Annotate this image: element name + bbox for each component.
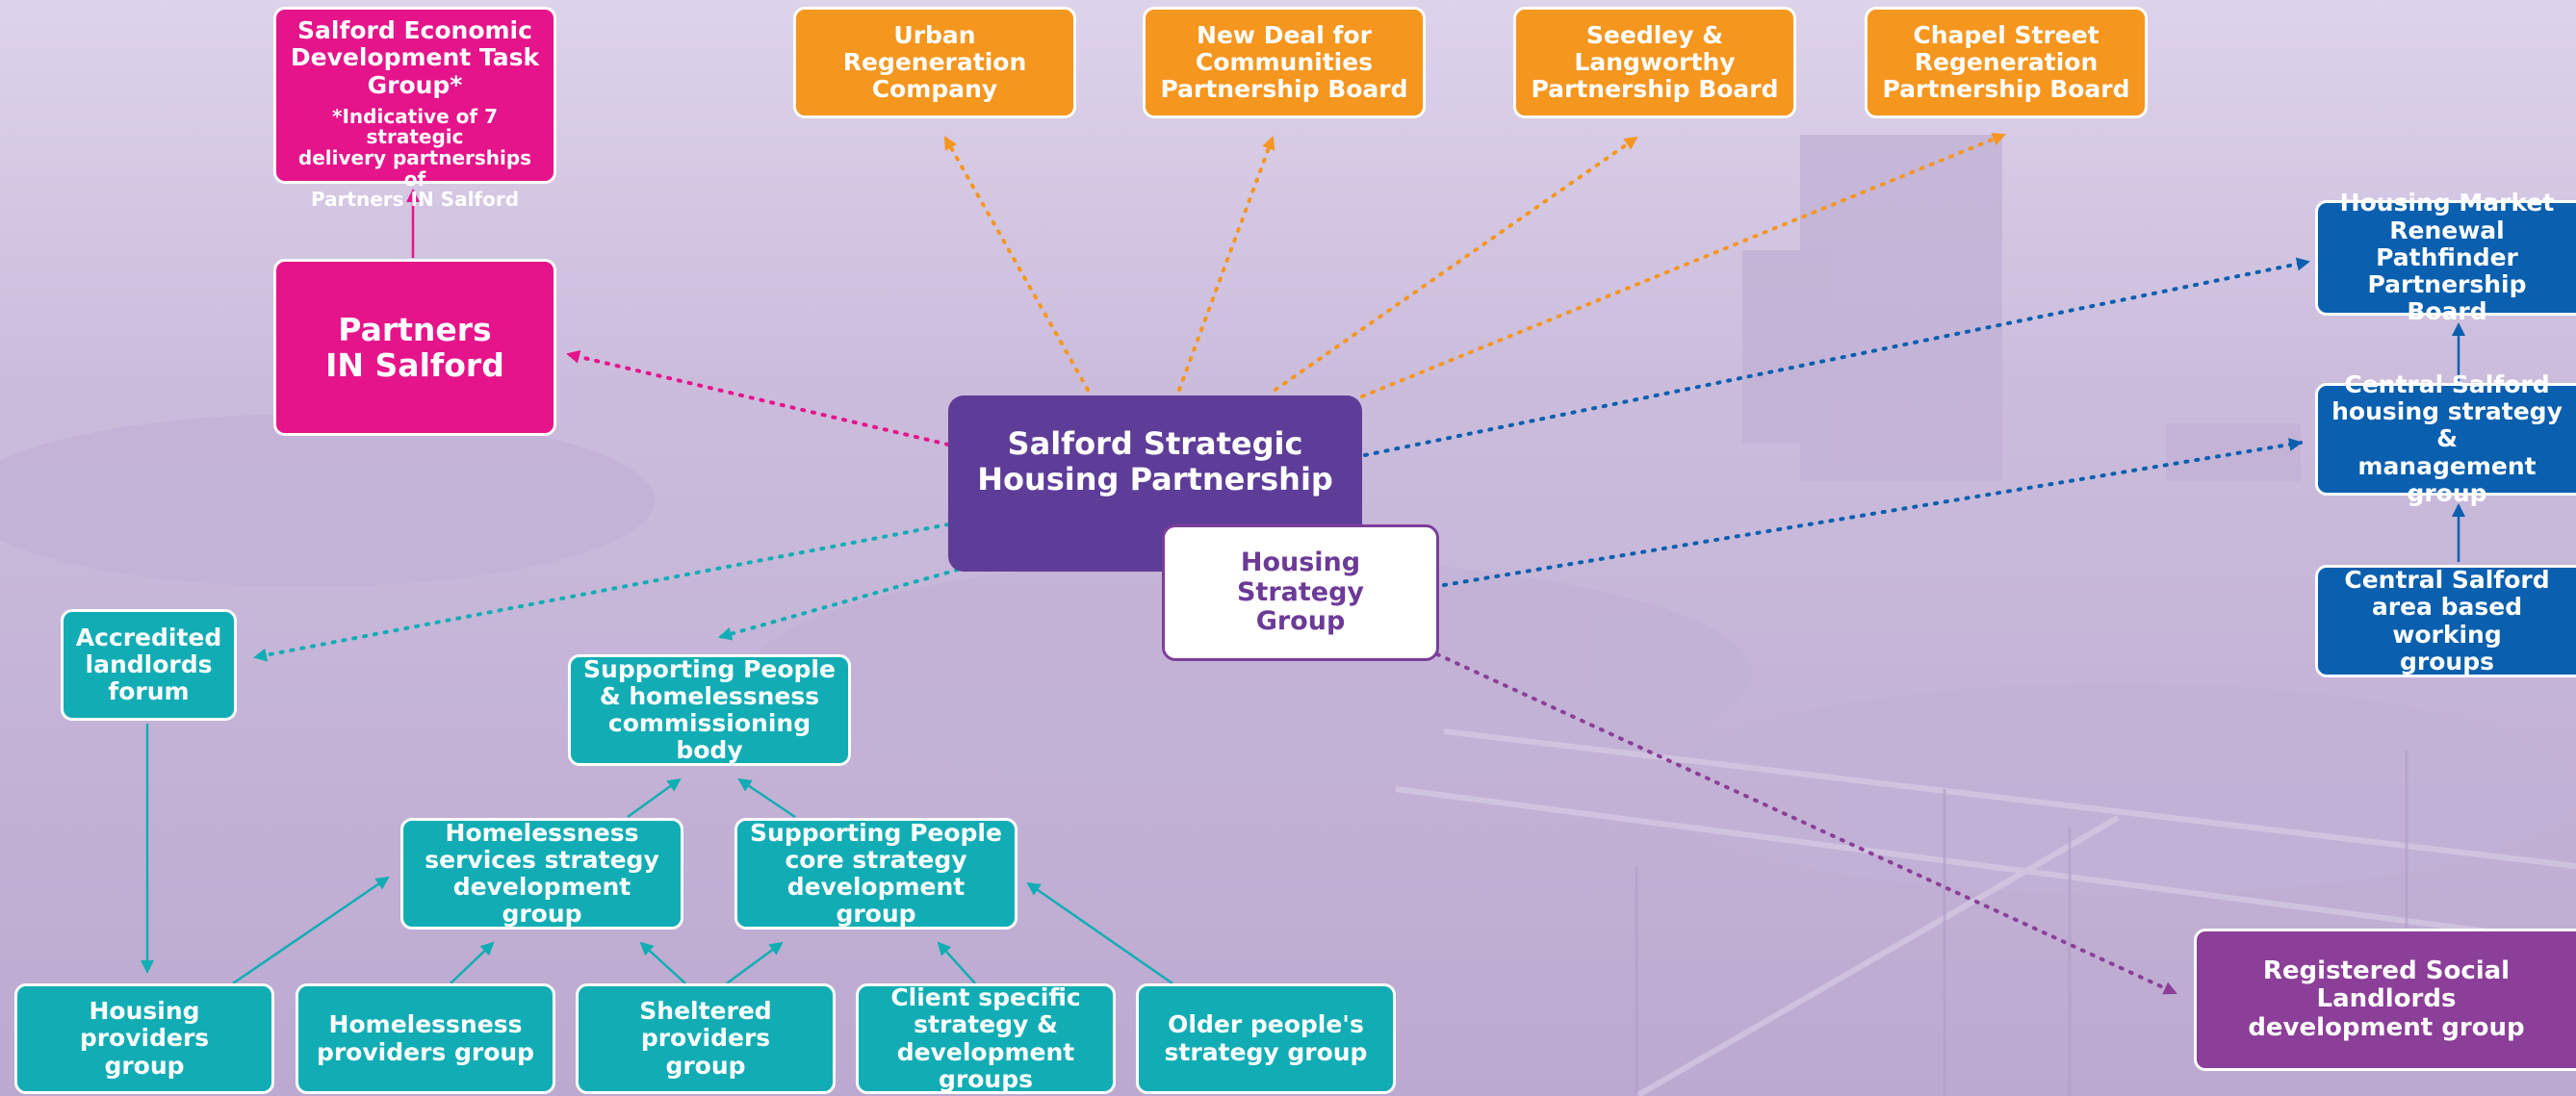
arrow-hsg-to-central-strategy <box>1442 438 2303 587</box>
arrow-sshp-to-accredited <box>253 523 950 662</box>
arrow-sshp-to-partners <box>566 349 950 446</box>
arrow-sheltered-to-homelessness-services <box>639 941 686 984</box>
arrow-sshp-to-seedley <box>1274 136 1638 392</box>
arrow-hsg-to-rsl <box>1435 652 2177 995</box>
partners-in-salford-node: Partners IN Salford <box>273 259 556 436</box>
arrow-older-people-to-sp-core <box>1026 881 1173 985</box>
arrow-sshp-to-chapel-street <box>1360 133 2006 398</box>
homelessness-providers-group-node: Homelessness providers group <box>296 983 555 1094</box>
arrow-sshp-to-new-deal <box>1177 136 1275 392</box>
arrow-sshp-to-sp-commissioning <box>718 568 960 641</box>
supporting-people-core-strategy-node: Supporting People core strategy developm… <box>734 818 1018 930</box>
older-peoples-strategy-group-node: Older people's strategy group <box>1136 983 1396 1094</box>
new-deal-for-communities-node: New Deal for Communities Partnership Boa… <box>1143 7 1426 118</box>
homelessness-services-strategy-node: Homelessness services strategy developme… <box>400 818 683 930</box>
salford-economic-development-note: *Indicative of 7 strategic delivery part… <box>297 104 532 212</box>
arrow-homelessness-services-to-commissioning <box>627 777 682 819</box>
accredited-landlords-forum-node: Accredited landlords forum <box>61 609 237 721</box>
arrow-homelessness-providers-to-homelessness-services <box>450 941 495 984</box>
supporting-people-commissioning-node: Supporting People & homelessness commiss… <box>568 654 851 766</box>
urban-regeneration-company-node: Urban Regeneration Company <box>793 7 1076 118</box>
arrow-housing-providers-to-homelessness-services <box>232 876 390 985</box>
salford-economic-development-title: Salford Economic Development Task Group* <box>290 16 540 99</box>
arrow-client-specific-to-sp-core <box>937 941 976 984</box>
central-salford-housing-strategy-node: Central Salford housing strategy & manag… <box>2315 370 2576 507</box>
housing-strategy-group-node: Housing Strategy Group <box>1162 524 1439 661</box>
seedley-langworthy-node: Seedley & Langworthy Partnership Board <box>1513 7 1796 118</box>
client-specific-strategy-node: Client specific strategy & development g… <box>856 983 1116 1094</box>
registered-social-landlords-node: Registered Social Landlords development … <box>2194 929 2576 1071</box>
sheltered-providers-group-node: Sheltered providers group <box>576 983 836 1094</box>
arrow-sheltered-to-sp-core <box>726 941 784 985</box>
arrow-sshp-to-urban-regeneration <box>943 136 1090 392</box>
central-salford-area-working-groups-node: Central Salford area based working group… <box>2315 565 2576 677</box>
salford-economic-development-node: Salford Economic Development Task Group*… <box>273 7 556 210</box>
arrow-sp-core-to-commissioning <box>737 777 796 819</box>
arrow-sshp-to-hmr <box>1363 257 2310 457</box>
chapel-street-regeneration-node: Chapel Street Regeneration Partnership B… <box>1865 7 2148 118</box>
housing-providers-group-node: Housing providers group <box>14 983 274 1094</box>
housing-market-renewal-pathfinder-node: Housing Market Renewal Pathfinder Partne… <box>2315 190 2576 325</box>
